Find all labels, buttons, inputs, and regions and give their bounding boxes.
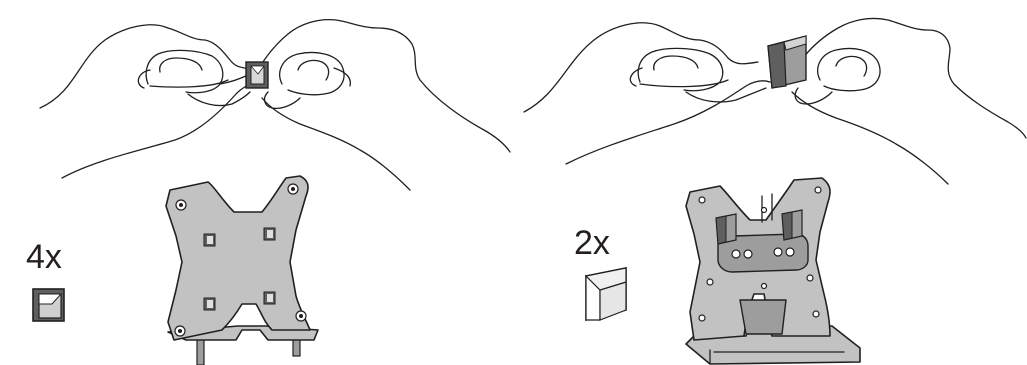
step-panel-left: 4x (0, 0, 514, 365)
quantity-label-right: 2x (574, 226, 610, 260)
quantity-label-left: 4x (26, 240, 62, 274)
hands-peeling-pad-icon (40, 20, 510, 190)
vesa-mount-plate-icon (166, 176, 318, 365)
step-panel-right: 2x (514, 0, 1027, 365)
hands-peeling-pad-icon (524, 18, 1026, 184)
shelf-mount-bracket-icon (686, 178, 860, 364)
wedge-adhesive-pad-icon (586, 268, 626, 320)
square-adhesive-pad-icon (33, 289, 64, 321)
right-step-illustration (514, 0, 1027, 365)
left-step-illustration (0, 0, 514, 365)
